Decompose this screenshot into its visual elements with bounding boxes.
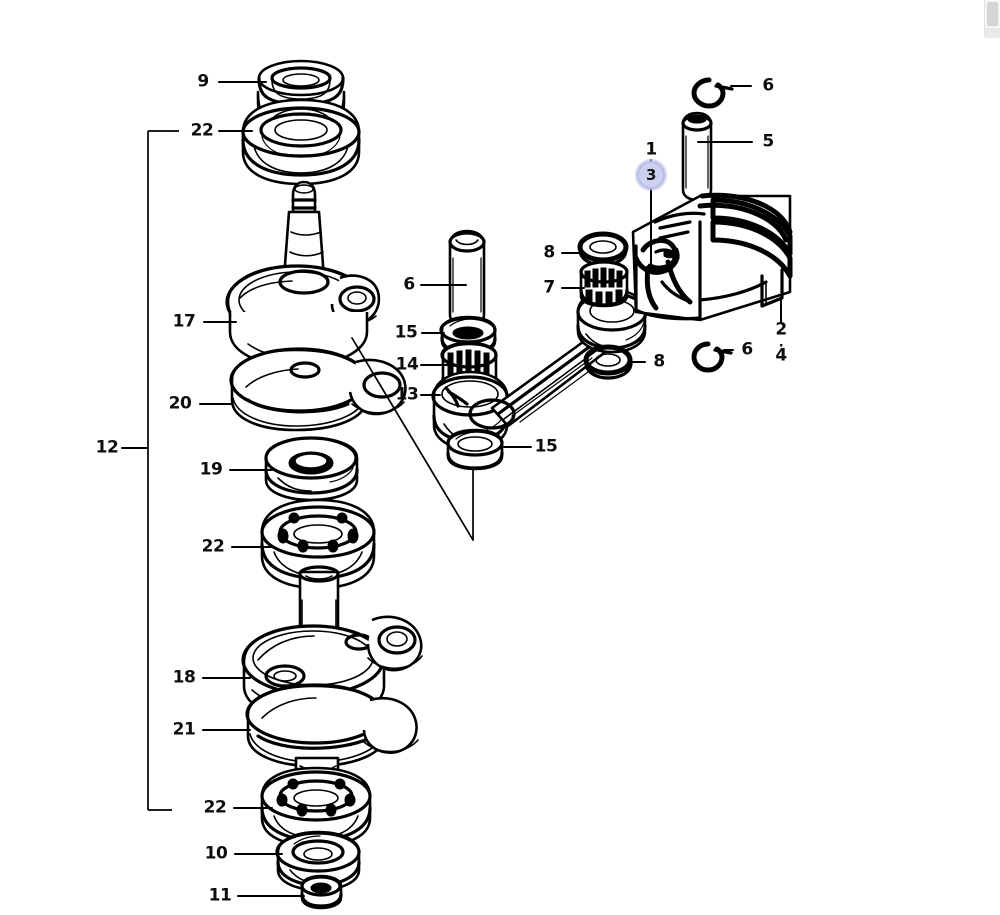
part-19-spacer — [264, 436, 359, 502]
callout-label-8[interactable]: 8 — [653, 351, 665, 372]
callout-label-7[interactable]: 7 — [543, 277, 555, 298]
callout-label-13[interactable]: 13 — [395, 384, 419, 405]
callout-separator-dot: . — [778, 335, 784, 351]
callout-label-5[interactable]: 5 — [762, 131, 774, 152]
callout-label-11[interactable]: 11 — [208, 885, 232, 906]
part-1-piston — [631, 192, 793, 322]
callout-label-6[interactable]: 6 — [762, 75, 774, 96]
callout-label-22[interactable]: 22 — [203, 797, 227, 818]
callout-label-6[interactable]: 6 — [403, 274, 415, 295]
vertical-scrollbar-thumb[interactable] — [987, 2, 998, 26]
part-15-thrust-washer-lower — [446, 428, 504, 471]
callout-label-9[interactable]: 9 — [197, 71, 209, 92]
part-5-piston-pin — [681, 111, 713, 202]
callout-label-15[interactable]: 15 — [394, 322, 418, 343]
part-7-small-end-bearing — [579, 260, 629, 308]
part-17-upper-crank-web — [225, 180, 381, 368]
part-6-crank-pin — [448, 229, 486, 329]
callout-label-22[interactable]: 22 — [190, 120, 214, 141]
callout-label-17[interactable]: 17 — [172, 311, 196, 332]
callout-label-6[interactable]: 6 — [741, 339, 753, 360]
callout-label-15[interactable]: 15 — [534, 436, 558, 457]
part-20-crank-web — [229, 347, 407, 432]
part-22-bottom-bearing — [260, 766, 372, 848]
callout-label-stack-2-4[interactable]: 2.4 — [775, 319, 787, 365]
callout-label-21[interactable]: 21 — [172, 719, 196, 740]
highlighted-callout-3[interactable]: 3 — [637, 161, 665, 189]
part-6-circlip-top — [691, 77, 734, 109]
highlighted-callout-3-text: 3 — [646, 165, 656, 184]
callout-label-1[interactable]: 1 — [645, 139, 657, 160]
part-6-circlip-bottom — [691, 341, 733, 373]
part-22-top-bearing — [241, 98, 361, 186]
callout-label-19[interactable]: 19 — [199, 459, 223, 480]
callout-label-20[interactable]: 20 — [168, 393, 192, 414]
callout-label-22[interactable]: 22 — [201, 536, 225, 557]
leader-lines — [199, 81, 782, 897]
callout-label-18[interactable]: 18 — [172, 667, 196, 688]
vertical-scrollbar-track[interactable] — [984, 0, 1000, 36]
callout-label-10[interactable]: 10 — [204, 843, 228, 864]
callout-label-12[interactable]: 12 — [95, 437, 119, 458]
part-8-washer-lower — [583, 344, 633, 380]
part-8-washer-upper — [577, 231, 629, 267]
callout-label-14[interactable]: 14 — [395, 354, 419, 375]
callout-label-2: 2 — [775, 319, 787, 340]
bracket-group-12 — [121, 130, 186, 811]
part-10-oil-seal — [275, 830, 361, 892]
part-11-nut — [300, 874, 343, 910]
callout-label-8[interactable]: 8 — [543, 242, 555, 263]
scrollbar-corner — [985, 28, 1000, 38]
callout-label-4: 4 — [775, 344, 787, 365]
